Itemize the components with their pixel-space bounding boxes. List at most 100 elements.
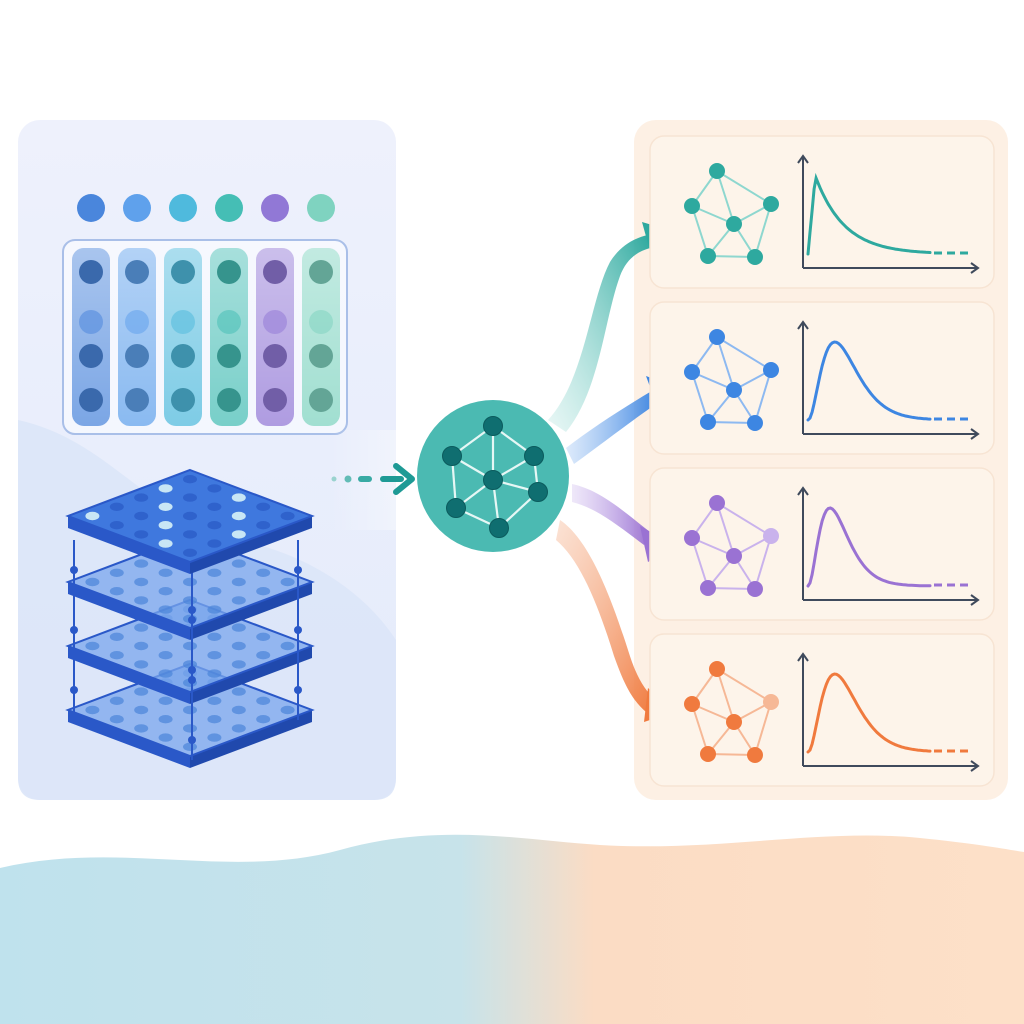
matrix-cell — [309, 388, 333, 412]
hub-node — [483, 416, 503, 436]
decay-curve — [806, 672, 932, 754]
layer-node — [109, 502, 124, 511]
output-curve-purple — [797, 486, 980, 606]
layer-node — [158, 632, 173, 641]
flow-arrow-blue — [566, 392, 656, 464]
graph-node — [747, 249, 763, 265]
layer-node — [134, 559, 149, 568]
token-dot — [261, 194, 289, 222]
layer-node — [207, 539, 222, 548]
matrix-cell — [263, 344, 287, 368]
embedding-matrix — [62, 239, 348, 435]
matrix-cell — [263, 388, 287, 412]
output-curve-orange — [797, 652, 980, 772]
layer-node — [256, 632, 271, 641]
graph-node — [726, 714, 742, 730]
graph-node — [763, 528, 779, 544]
flow-arrow-teal — [548, 235, 650, 432]
graph-node — [709, 661, 725, 677]
graph-node — [709, 329, 725, 345]
layer-posts — [70, 520, 302, 760]
layer-node — [109, 587, 124, 596]
layer-node — [231, 660, 246, 669]
token-dot — [169, 194, 197, 222]
layer-node — [158, 539, 173, 548]
decay-curve — [806, 172, 932, 256]
stacked-layer-grid — [65, 468, 315, 768]
output-card-purple — [649, 467, 995, 621]
matrix-column — [256, 248, 294, 426]
layer-node — [158, 669, 173, 678]
top-layer-plate — [65, 468, 315, 574]
graph-node — [700, 746, 716, 762]
layer-node — [231, 577, 246, 587]
matrix-cell — [263, 260, 287, 284]
dotted-connector-arrow — [331, 463, 415, 495]
layer-node — [207, 696, 222, 705]
matrix-column — [302, 248, 340, 426]
layer-node — [109, 696, 124, 705]
bottom-wave — [0, 834, 1024, 1024]
matrix-column — [210, 248, 248, 426]
layer-node — [231, 724, 246, 733]
graph-node — [747, 581, 763, 597]
matrix-cell — [79, 344, 103, 368]
graph-node — [684, 364, 700, 380]
layer-node — [231, 530, 246, 539]
hub-node — [483, 470, 503, 490]
layer-node — [207, 733, 222, 742]
layer-node — [85, 705, 100, 715]
layer-node — [134, 705, 149, 715]
right-output-panel — [634, 120, 1008, 800]
layer-node — [207, 715, 222, 724]
layer-node — [256, 715, 271, 724]
hub-node — [442, 446, 462, 466]
layer-node — [134, 623, 149, 632]
layer-node — [158, 651, 173, 660]
graph-node — [684, 530, 700, 546]
graph-node — [763, 694, 779, 710]
graph-node — [763, 362, 779, 378]
layer-node — [207, 632, 222, 641]
decay-curve — [806, 506, 932, 588]
matrix-cell — [171, 344, 195, 368]
layer-node — [183, 724, 197, 733]
layer-node — [85, 577, 100, 587]
graph-node — [684, 696, 700, 712]
layer-node — [109, 632, 124, 641]
layer-node — [207, 587, 222, 596]
graph-node — [700, 580, 716, 596]
output-card-blue — [649, 301, 995, 455]
flow-arrow-orange — [556, 520, 656, 712]
output-graph-teal — [684, 163, 779, 265]
matrix-cell — [217, 260, 241, 284]
graph-node — [726, 548, 742, 564]
matrix-cell — [309, 260, 333, 284]
layer-node — [231, 511, 246, 521]
layer-node — [134, 493, 149, 502]
output-curve-blue — [797, 320, 980, 440]
matrix-cell — [309, 344, 333, 368]
output-card-teal — [649, 135, 995, 289]
layer-node — [207, 669, 222, 678]
output-cards — [649, 135, 995, 787]
matrix-column — [72, 248, 110, 426]
layer-node — [183, 475, 197, 484]
output-graph-orange — [684, 661, 779, 763]
matrix-cell — [171, 310, 195, 334]
matrix-cell — [125, 260, 149, 284]
layer-node — [207, 502, 222, 511]
layer-node — [207, 651, 222, 660]
layer-node — [280, 511, 295, 521]
layer-node — [231, 559, 246, 568]
graph-node — [700, 248, 716, 264]
matrix-cell — [217, 344, 241, 368]
layer-node — [207, 484, 222, 493]
layer-node — [109, 651, 124, 660]
layer-node — [183, 742, 197, 751]
layer-node — [134, 511, 149, 521]
layer-node — [256, 502, 271, 511]
graph-node — [700, 414, 716, 430]
layer-node — [256, 696, 271, 705]
